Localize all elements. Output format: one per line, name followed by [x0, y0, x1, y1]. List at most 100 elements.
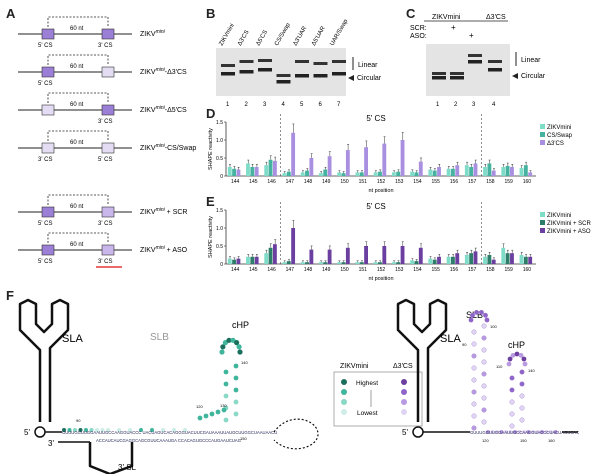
construct-bracket: [47, 232, 109, 243]
construct-bracket: [47, 92, 109, 103]
bar: [523, 165, 528, 176]
bar: [455, 253, 460, 264]
chart-title: 5' CS: [366, 114, 385, 123]
construct-left-box: [41, 104, 55, 116]
slb-dot: [481, 407, 487, 413]
gel-b-lane-number: 5: [300, 102, 304, 108]
gel-b-lane-label: Δ5'CS: [256, 29, 270, 47]
construct-bracket: [47, 16, 109, 27]
nt-140-left: 140: [241, 360, 248, 365]
reactivity-dot: [62, 428, 66, 432]
bar: [319, 262, 323, 264]
construct-spacer-label: 60 nt: [70, 26, 84, 32]
bar: [437, 167, 441, 176]
bar: [418, 161, 423, 176]
construct-bracket: [47, 130, 109, 141]
bar: [519, 168, 524, 176]
slb-dot: [471, 377, 477, 383]
x-tick-label: 150: [340, 267, 349, 273]
gel-b-lane-number: 2: [245, 102, 249, 108]
bar: [232, 259, 237, 264]
reactivity-dot-right: [499, 430, 504, 434]
bar: [359, 262, 364, 264]
bar: [291, 132, 296, 176]
bar: [268, 159, 273, 176]
chp-dot: [233, 363, 239, 369]
bar: [300, 262, 305, 264]
bar: [232, 168, 237, 176]
slb-dot: [471, 329, 477, 335]
legend-lowest: Lowest: [357, 410, 378, 417]
construct-left-box: [41, 206, 55, 218]
slb-dot: [471, 341, 477, 347]
bar: [323, 169, 328, 176]
construct-left-box: [41, 28, 55, 40]
legend-col2: Δ3'CS: [393, 363, 413, 370]
chp-loop-dot: [220, 344, 226, 350]
bar: [428, 258, 433, 264]
legend-label: ZIKVmini + SCR: [547, 221, 592, 227]
bar: [501, 247, 506, 264]
bar: [418, 247, 423, 264]
gel-b-lane-number: 3: [263, 102, 267, 108]
panel-letter-c: C: [406, 6, 416, 21]
slb-dot: [481, 335, 487, 341]
bar: [305, 170, 309, 176]
three-sl-outline: [88, 442, 134, 474]
x-tick-label: 153: [395, 179, 404, 185]
reactivity-dot: [106, 428, 110, 432]
gel-c-band: [468, 60, 482, 64]
bar: [227, 167, 232, 176]
bar: [319, 173, 323, 176]
seq-right-text: GUUUGGUUGGAAUUGCCAAGGUACCCUACUAGUCAC: [470, 430, 579, 435]
construct-left-box: [41, 142, 55, 154]
construct-bracket: [47, 194, 109, 205]
chp-base-dot: [215, 409, 221, 415]
bar: [396, 171, 401, 176]
five-prime-circle-right: [412, 426, 424, 438]
x-tick-label: 160: [523, 267, 532, 273]
bar: [483, 167, 487, 176]
bar: [282, 173, 287, 176]
chp-right-dot: [519, 417, 525, 423]
x-tick-label: 158: [486, 267, 495, 273]
slb-dot: [471, 425, 477, 431]
gel-c-lane-number: 2: [454, 102, 458, 108]
x-tick-label: 156: [450, 267, 459, 273]
gel-c-lane-number: 4: [492, 102, 496, 108]
gel-c-circular-label: Circular: [521, 73, 546, 80]
bar: [250, 167, 255, 176]
gel-b-band: [313, 74, 328, 78]
x-tick-label: 144: [231, 179, 240, 185]
slb-dot: [471, 365, 477, 371]
chp-loop-dot: [234, 340, 240, 346]
gel-b-linear-label: Linear: [358, 62, 378, 69]
seq-bottom-text: ACCAUCAUCGAGGCAGCGUUCAAAUGA CCACAGUGCCCA…: [96, 438, 241, 443]
x-tick-label: 155: [432, 179, 441, 185]
construct-name: ZIKVmini + ASO: [140, 245, 188, 254]
chp-right-dot: [519, 405, 525, 411]
construct-left-label: 3' CS: [38, 157, 52, 163]
x-tick-label: 158: [486, 179, 495, 185]
nt-140-right: 140: [528, 368, 535, 373]
gel-c-band: [450, 72, 464, 75]
gel-c-aso-plus: +: [469, 31, 474, 40]
gel-b-lane-label: UAR/Swap: [330, 18, 350, 47]
bar: [491, 259, 496, 264]
gel-c-band: [432, 76, 446, 80]
y-tick-label: 1.5: [216, 120, 223, 126]
construct-right-box: [101, 142, 115, 154]
bar: [428, 169, 433, 176]
chp-right-dot: [509, 375, 515, 381]
reactivity-dot-right: [544, 430, 549, 434]
construct-spacer-label: 60 nt: [70, 204, 84, 210]
bar: [264, 165, 269, 176]
chp-base-dot: [209, 411, 215, 417]
reactivity-dot: [100, 428, 105, 432]
chp-right-dot: [519, 369, 525, 375]
x-tick-label: 154: [413, 179, 422, 185]
